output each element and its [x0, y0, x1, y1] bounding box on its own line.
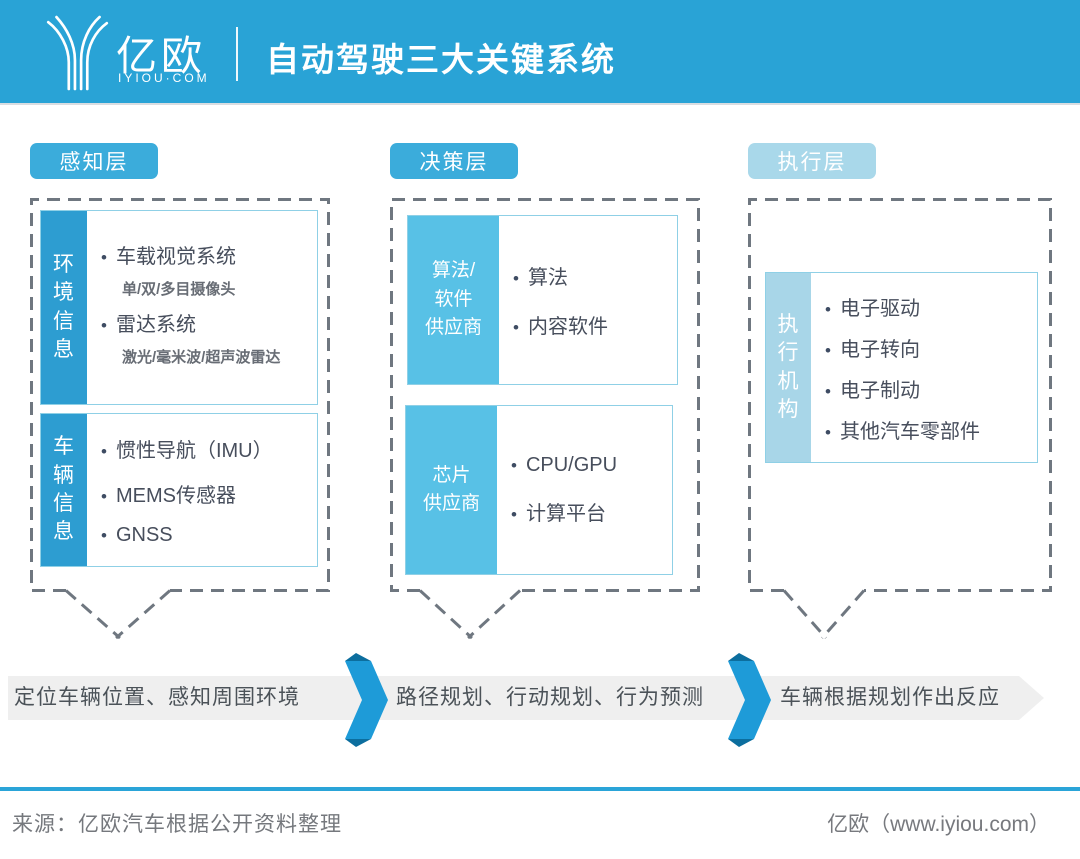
item-text: 算法: [527, 267, 568, 289]
list-item: • GNSS: [99, 524, 317, 547]
side-label-environment-info: 环 境 信 息: [41, 211, 87, 404]
side-label-algorithm-software-supplier: 算法/ 软件 供应商: [408, 216, 499, 384]
footer-divider: [0, 787, 1080, 791]
chevron-right-icon: [345, 653, 388, 747]
logo-text: 亿欧: [116, 33, 206, 79]
page-title: 自动驾驶三大关键系统: [266, 41, 616, 78]
bullet-icon: •: [511, 456, 517, 475]
bullet-icon: •: [101, 441, 107, 461]
bullet-icon: •: [101, 247, 107, 267]
column-perception-layer: 感知层 环 境 信 息 • 车载视觉系统 单/双/多目摄像头 • 雷达系统: [30, 143, 330, 643]
bullet-icon: •: [101, 525, 107, 545]
credit-text: 亿欧（www.iyiou.com）: [827, 813, 1050, 836]
item-text: 内容软件: [527, 316, 608, 338]
column-execution-layer: 执行层 执 行 机 构 • 电子驱动 • 电子转向 •: [748, 143, 1052, 643]
column-decision-layer: 决策层 算法/ 软件 供应商 • 算法 • 内容软件: [390, 143, 700, 643]
item-subtext: 激光/毫米波/超声波雷达: [122, 348, 281, 366]
algorithm-software-supplier-box: 算法/ 软件 供应商 • 算法 • 内容软件: [407, 215, 678, 385]
list-item: • 内容软件: [511, 310, 677, 339]
bullet-icon: •: [101, 486, 107, 506]
item-text: MEMS传感器: [115, 484, 236, 507]
header-divider: [236, 27, 238, 81]
bullet-icon: •: [825, 340, 831, 360]
item-text: 电子转向: [839, 338, 920, 361]
item-list: • 算法 • 内容软件: [499, 216, 677, 384]
bullet-icon: •: [101, 315, 107, 335]
item-list: • CPU/GPU • 计算平台: [497, 406, 672, 574]
dashed-border-with-pointer: [30, 198, 330, 640]
item-text: CPU/GPU: [525, 454, 618, 476]
item-text: 电子制动: [839, 379, 920, 402]
flow-step-execution: 车辆根据规划作出反应: [780, 686, 1000, 709]
side-label-vehicle-info: 车 辆 信 息: [41, 414, 87, 566]
chevron-right-icon: [728, 653, 771, 747]
list-item: • 雷达系统: [99, 308, 317, 337]
side-label-actuator: 执 行 机 构: [766, 273, 811, 462]
bullet-icon: •: [513, 318, 519, 337]
list-item: • 车载视觉系统: [99, 240, 317, 269]
bullet-icon: •: [825, 422, 831, 442]
list-item: • 电子制动: [823, 374, 1037, 403]
item-text: 计算平台: [525, 503, 606, 525]
list-item: • 电子驱动: [823, 292, 1037, 321]
environment-info-box: 环 境 信 息 • 车载视觉系统 单/双/多目摄像头 • 雷达系统 激光/毫米波…: [40, 210, 318, 405]
bullet-icon: •: [513, 269, 519, 288]
dashed-container: 执 行 机 构 • 电子驱动 • 电子转向 • 电子制动 •: [748, 198, 1052, 639]
chip-supplier-box: 芯片 供应商 • CPU/GPU • 计算平台: [405, 405, 673, 575]
item-text: 雷达系统: [115, 313, 196, 336]
dashed-border-with-pointer: [390, 198, 700, 640]
item-text: 电子驱动: [839, 297, 920, 320]
dashed-border-with-pointer: [748, 198, 1052, 639]
list-item: • 电子转向: [823, 333, 1037, 362]
dashed-container: 算法/ 软件 供应商 • 算法 • 内容软件 芯片 供应商 •: [390, 198, 700, 640]
side-label-chip-supplier: 芯片 供应商: [406, 406, 497, 574]
item-text: 惯性导航（IMU）: [115, 439, 273, 462]
bullet-icon: •: [825, 299, 831, 319]
bullet-icon: •: [825, 381, 831, 401]
iyiou-logo-icon: [46, 15, 109, 91]
source-text: 来源：亿欧汽车根据公开资料整理: [12, 812, 342, 836]
flow-step-decision: 路径规划、行动规划、行为预测: [396, 686, 704, 709]
flow-band: [8, 676, 1044, 720]
flow-step-perception: 定位车辆位置、感知周围环境: [14, 686, 300, 709]
logo-subtext: IYIOU·COM: [118, 71, 210, 85]
layer-label: 执行层: [748, 143, 876, 179]
item-text: 其他汽车零部件: [839, 420, 980, 443]
item-text: 车载视觉系统: [115, 245, 236, 268]
bullet-icon: •: [511, 505, 517, 524]
layer-label: 决策层: [390, 143, 518, 179]
vehicle-info-box: 车 辆 信 息 • 惯性导航（IMU） • MEMS传感器 • GNSS: [40, 413, 318, 567]
list-item: • 其他汽车零部件: [823, 415, 1037, 444]
list-item: • 算法: [511, 261, 677, 290]
list-item: • 惯性导航（IMU）: [99, 434, 317, 463]
item-subtext: 单/双/多目摄像头: [122, 280, 236, 298]
item-list: • 电子驱动 • 电子转向 • 电子制动 • 其他汽车零部件: [811, 273, 1037, 462]
list-item: • 计算平台: [509, 497, 672, 526]
header-bar: 亿欧 IYIOU·COM 自动驾驶三大关键系统: [0, 0, 1080, 105]
actuator-box: 执 行 机 构 • 电子驱动 • 电子转向 • 电子制动 •: [765, 272, 1038, 463]
list-item: • MEMS传感器: [99, 479, 317, 508]
item-list: • 车载视觉系统 单/双/多目摄像头 • 雷达系统 激光/毫米波/超声波雷达: [87, 211, 317, 404]
item-text: GNSS: [115, 523, 173, 546]
item-list: • 惯性导航（IMU） • MEMS传感器 • GNSS: [87, 414, 317, 566]
list-item: • CPU/GPU: [509, 454, 672, 477]
layer-label: 感知层: [30, 143, 158, 179]
dashed-container: 环 境 信 息 • 车载视觉系统 单/双/多目摄像头 • 雷达系统 激光/毫米波…: [30, 198, 330, 640]
